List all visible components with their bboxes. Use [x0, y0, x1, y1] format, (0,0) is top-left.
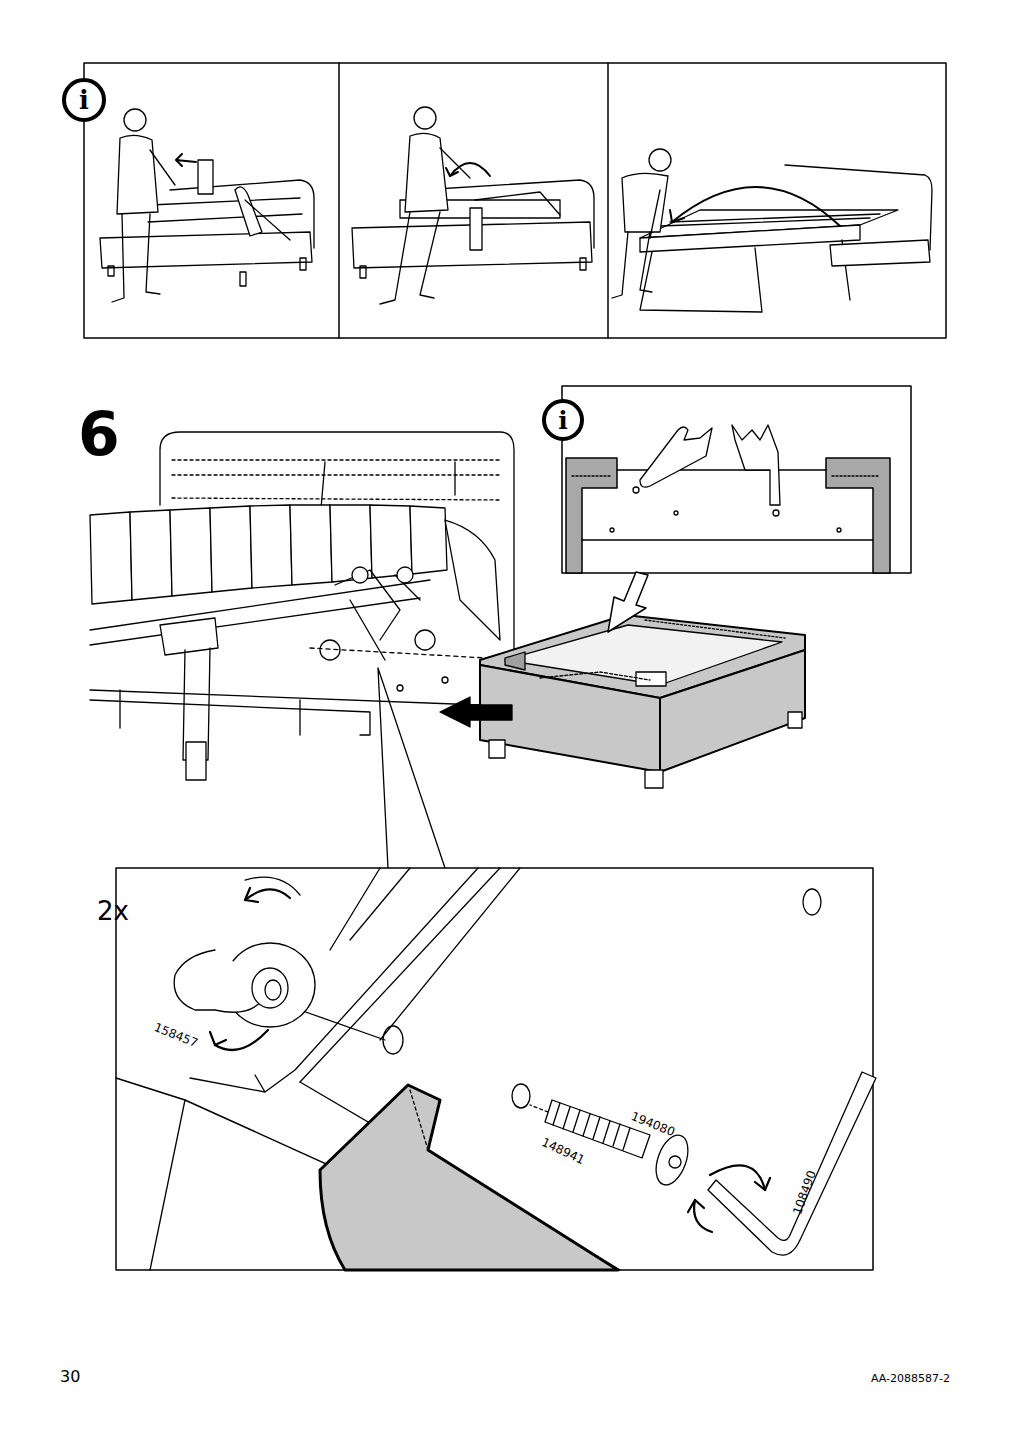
- step-number: 6: [78, 404, 120, 464]
- info-icon: i: [62, 78, 106, 122]
- document-code: AA-2088587-2: [871, 1373, 950, 1384]
- quantity: 2x: [97, 898, 129, 924]
- page-number: 30: [60, 1369, 80, 1385]
- info-letter: i: [558, 408, 568, 433]
- info-icon: i: [542, 399, 584, 441]
- info-letter: i: [79, 87, 89, 113]
